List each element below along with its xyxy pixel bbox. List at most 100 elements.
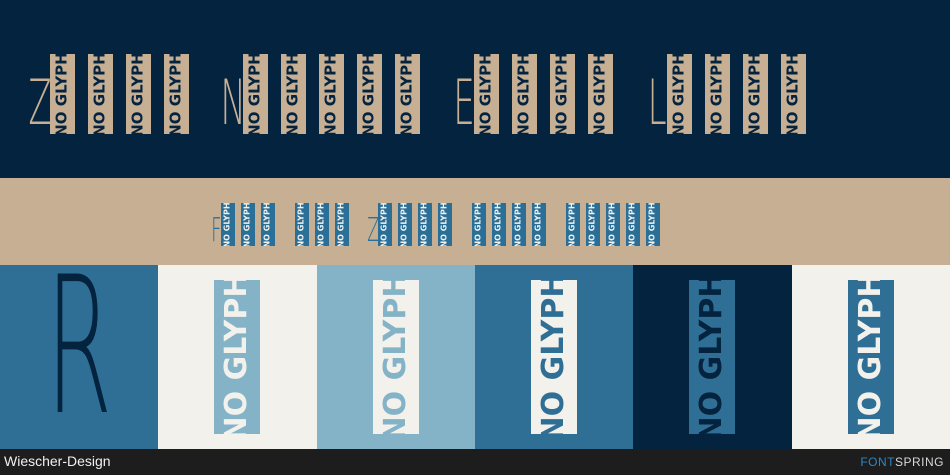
no-glyph-label-large: NO GLYPH — [536, 272, 572, 442]
no-glyph-box-large: NO GLYPH — [847, 273, 894, 441]
no-glyph-box: NO GLYPH — [221, 203, 235, 246]
no-glyph-label: NO GLYPH — [223, 203, 232, 246]
no-glyph-box-large: NO GLYPH — [214, 273, 261, 441]
no-glyph-label: NO GLYPH — [784, 54, 803, 134]
no-glyph-box: NO GLYPH — [438, 203, 452, 246]
specimen-letter: L — [647, 66, 667, 139]
no-glyph-box: NO GLYPH — [667, 54, 692, 134]
swatch-panel-1: R — [0, 252, 159, 449]
no-glyph-label: NO GLYPH — [588, 203, 597, 246]
no-glyph-box: NO GLYPH — [315, 203, 329, 246]
no-glyph-label: NO GLYPH — [337, 203, 346, 246]
no-glyph-label: NO GLYPH — [494, 203, 503, 246]
swatch-panel-3: NO GLYPH — [316, 265, 475, 449]
no-glyph-box: NO GLYPH — [88, 54, 113, 134]
swatch-panel-5: NO GLYPH — [633, 265, 792, 449]
no-glyph-label: NO GLYPH — [246, 54, 265, 134]
swatch-panel-4: NO GLYPH — [474, 265, 634, 449]
no-glyph-label: NO GLYPH — [591, 54, 610, 134]
swatch-panel-6: NO GLYPH — [791, 265, 950, 449]
no-glyph-label: NO GLYPH — [670, 54, 689, 134]
swatch-panel-2: NO GLYPH — [158, 265, 317, 449]
footer-bar: Wiescher-Design FONTSPRING — [0, 449, 950, 475]
no-glyph-label: NO GLYPH — [398, 54, 417, 134]
no-glyph-box: NO GLYPH — [606, 203, 620, 246]
no-glyph-box: NO GLYPH — [357, 54, 382, 134]
specimen-letter-large: R — [46, 236, 113, 457]
no-glyph-box: NO GLYPH — [281, 54, 306, 134]
no-glyph-label-large: NO GLYPH — [377, 272, 413, 442]
no-glyph-label: NO GLYPH — [360, 54, 379, 134]
no-glyph-label-large: NO GLYPH — [694, 272, 730, 442]
designer-credit: Wiescher-Design — [4, 453, 111, 469]
no-glyph-box: NO GLYPH — [588, 54, 613, 134]
no-glyph-box: NO GLYPH — [566, 203, 580, 246]
no-glyph-label: NO GLYPH — [746, 54, 765, 134]
no-glyph-label: NO GLYPH — [284, 54, 303, 134]
no-glyph-box: NO GLYPH — [472, 203, 486, 246]
no-glyph-box: NO GLYPH — [492, 203, 506, 246]
no-glyph-label: NO GLYPH — [474, 203, 483, 246]
no-glyph-label: NO GLYPH — [400, 203, 409, 246]
no-glyph-box: NO GLYPH — [586, 203, 600, 246]
no-glyph-box: NO GLYPH — [418, 203, 432, 246]
no-glyph-box: NO GLYPH — [241, 203, 255, 246]
no-glyph-label: NO GLYPH — [477, 54, 496, 134]
no-glyph-box: NO GLYPH — [126, 54, 151, 134]
no-glyph-label: NO GLYPH — [91, 54, 110, 134]
no-glyph-box: NO GLYPH — [395, 54, 420, 134]
swatch-panel-row: R NO GLYPH NO GLYPH NO GLYPH NO GLYPH NO GLYP… — [0, 252, 950, 449]
specimen-letter: F — [211, 210, 222, 249]
no-glyph-box: NO GLYPH — [646, 203, 660, 246]
no-glyph-box-large: NO GLYPH — [372, 273, 419, 441]
no-glyph-label: NO GLYPH — [380, 203, 389, 246]
no-glyph-box: NO GLYPH — [164, 54, 189, 134]
no-glyph-label: NO GLYPH — [708, 54, 727, 134]
no-glyph-box: NO GLYPH — [743, 54, 768, 134]
no-glyph-label: NO GLYPH — [297, 203, 306, 246]
no-glyph-box: NO GLYPH — [335, 203, 349, 246]
no-glyph-label: NO GLYPH — [628, 203, 637, 246]
no-glyph-label: NO GLYPH — [167, 54, 186, 134]
specimen-letter: Z — [28, 66, 52, 139]
specimen-letter: Z — [367, 210, 380, 249]
no-glyph-label: NO GLYPH — [263, 203, 272, 246]
no-glyph-label: NO GLYPH — [322, 54, 341, 134]
fontspring-logo[interactable]: FONTSPRING — [860, 455, 944, 469]
no-glyph-label: NO GLYPH — [515, 54, 534, 134]
no-glyph-label: NO GLYPH — [514, 203, 523, 246]
no-glyph-box: NO GLYPH — [705, 54, 730, 134]
no-glyph-box: NO GLYPH — [319, 54, 344, 134]
no-glyph-label-large: NO GLYPH — [219, 272, 255, 442]
no-glyph-box: NO GLYPH — [295, 203, 309, 246]
no-glyph-box-large: NO GLYPH — [531, 273, 578, 441]
no-glyph-box: NO GLYPH — [550, 54, 575, 134]
no-glyph-box: NO GLYPH — [512, 54, 537, 134]
no-glyph-box: NO GLYPH — [50, 54, 75, 134]
no-glyph-box: NO GLYPH — [474, 54, 499, 134]
no-glyph-label: NO GLYPH — [243, 203, 252, 246]
specimen-letter: N — [220, 66, 246, 139]
no-glyph-box: NO GLYPH — [243, 54, 268, 134]
specimen-letter: E — [453, 66, 475, 139]
no-glyph-label: NO GLYPH — [648, 203, 657, 246]
no-glyph-label: NO GLYPH — [53, 54, 72, 134]
no-glyph-box: NO GLYPH — [781, 54, 806, 134]
no-glyph-box: NO GLYPH — [378, 203, 392, 246]
no-glyph-label-large: NO GLYPH — [852, 272, 888, 442]
no-glyph-label: NO GLYPH — [317, 203, 326, 246]
no-glyph-label: NO GLYPH — [568, 203, 577, 246]
no-glyph-box: NO GLYPH — [398, 203, 412, 246]
no-glyph-box-large: NO GLYPH — [689, 273, 736, 441]
no-glyph-box: NO GLYPH — [626, 203, 640, 246]
no-glyph-label: NO GLYPH — [420, 203, 429, 246]
no-glyph-label: NO GLYPH — [440, 203, 449, 246]
no-glyph-label: NO GLYPH — [553, 54, 572, 134]
no-glyph-box: NO GLYPH — [261, 203, 275, 246]
no-glyph-label: NO GLYPH — [534, 203, 543, 246]
brand-spring-text: SPRING — [894, 455, 944, 469]
